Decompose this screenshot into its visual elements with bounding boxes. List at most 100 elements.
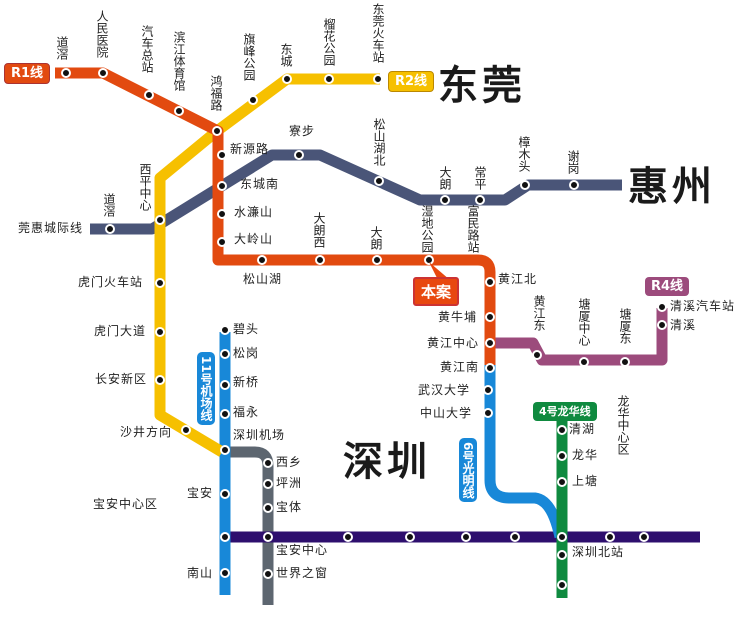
line6-badge[interactable]: 6号光明线	[459, 438, 477, 503]
station-label[interactable]: 新桥	[233, 375, 260, 389]
station-dot[interactable]	[372, 255, 382, 265]
station-label[interactable]: 宝体	[276, 500, 303, 514]
station-label[interactable]: 清溪	[670, 318, 697, 332]
station-dot[interactable]	[220, 532, 230, 542]
station-label[interactable]: 中山大学	[420, 406, 473, 420]
station-dot[interactable]	[557, 425, 567, 435]
station-dot[interactable]	[217, 150, 227, 160]
station-label[interactable]: 大朗	[369, 226, 383, 250]
station-dot[interactable]	[483, 408, 493, 418]
station-dot[interactable]	[155, 215, 165, 225]
station-label[interactable]: 深圳北站	[572, 545, 625, 559]
station-label[interactable]: 松山湖北	[372, 118, 386, 166]
station-label[interactable]: 新源路	[230, 142, 270, 156]
station-label[interactable]: 黄江南	[440, 360, 480, 374]
station-label[interactable]: 榴花公园	[322, 18, 336, 66]
station-label[interactable]: 碧头	[233, 322, 260, 336]
station-dot[interactable]	[579, 357, 589, 367]
station-dot[interactable]	[105, 224, 115, 234]
station-dot[interactable]	[657, 320, 667, 330]
station-dot[interactable]	[557, 580, 567, 590]
station-dot[interactable]	[282, 74, 292, 84]
station-label[interactable]: 寮步	[289, 124, 316, 138]
station-dot[interactable]	[569, 180, 579, 190]
station-dot[interactable]	[461, 532, 471, 542]
station-label[interactable]: 宝安	[187, 486, 214, 500]
station-label[interactable]: 松山湖	[243, 272, 283, 286]
station-dot[interactable]	[657, 302, 667, 312]
station-dot[interactable]	[98, 68, 108, 78]
station-label[interactable]: 谢岗	[566, 150, 580, 174]
station-label[interactable]: 塘厦东	[618, 308, 632, 344]
station-dot[interactable]	[440, 195, 450, 205]
station-dot[interactable]	[510, 532, 520, 542]
station-label[interactable]: 西乡	[276, 455, 303, 469]
station-label[interactable]: 汽车总站	[140, 25, 154, 73]
station-dot[interactable]	[620, 357, 630, 367]
station-dot[interactable]	[155, 375, 165, 385]
station-dot[interactable]	[485, 312, 495, 322]
station-dot[interactable]	[263, 503, 273, 513]
station-dot[interactable]	[532, 350, 542, 360]
station-dot[interactable]	[405, 532, 415, 542]
station-label[interactable]: 龙华	[572, 448, 599, 462]
station-label[interactable]: 旗峰公园	[242, 33, 256, 81]
station-dot[interactable]	[557, 532, 567, 542]
station-dot[interactable]	[374, 176, 384, 186]
station-label[interactable]: 长安新区	[95, 372, 148, 386]
station-dot[interactable]	[485, 338, 495, 348]
station-dot[interactable]	[557, 477, 567, 487]
station-dot[interactable]	[605, 532, 615, 542]
station-dot[interactable]	[220, 325, 230, 335]
station-label[interactable]: 深圳机场	[233, 428, 286, 442]
station-label[interactable]: 人民医院	[95, 10, 109, 58]
station-label[interactable]: 樟木头	[517, 136, 531, 172]
station-label[interactable]: 大朗西	[312, 212, 326, 248]
station-label[interactable]: 上塘	[572, 474, 599, 488]
station-dot[interactable]	[217, 237, 227, 247]
station-label[interactable]: 南山	[187, 566, 214, 580]
r2-badge[interactable]: R2线	[388, 71, 435, 92]
station-dot[interactable]	[263, 479, 273, 489]
station-label[interactable]: 滨江体育馆	[172, 31, 186, 91]
station-label[interactable]: 虎门火车站	[78, 275, 144, 289]
line4-badge[interactable]: 4号龙华线	[533, 402, 597, 421]
station-label[interactable]: 清溪汽车站	[670, 299, 736, 313]
station-label[interactable]: 沙井方向	[120, 425, 173, 439]
station-dot[interactable]	[294, 150, 304, 160]
station-label[interactable]: 黄江北	[498, 272, 538, 286]
station-dot[interactable]	[144, 90, 154, 100]
station-dot[interactable]	[257, 255, 267, 265]
station-dot[interactable]	[424, 255, 434, 265]
station-dot[interactable]	[263, 458, 273, 468]
station-label[interactable]: 东城南	[240, 177, 280, 191]
station-label[interactable]: 坪洲	[276, 476, 303, 490]
station-label[interactable]: 鸿福路	[209, 75, 223, 111]
station-label[interactable]: 黄牛埔	[438, 310, 478, 324]
station-label[interactable]: 虎门大道	[94, 324, 147, 338]
station-dot[interactable]	[220, 568, 230, 578]
station-dot[interactable]	[220, 409, 230, 419]
station-label[interactable]: 武汉大学	[418, 383, 471, 397]
station-label[interactable]: 道滘	[55, 36, 69, 60]
station-dot[interactable]	[475, 195, 485, 205]
station-label[interactable]: 水濂山	[234, 205, 274, 219]
station-dot[interactable]	[181, 425, 191, 435]
station-dot[interactable]	[373, 74, 383, 84]
station-dot[interactable]	[520, 180, 530, 190]
station-dot[interactable]	[485, 277, 495, 287]
station-dot[interactable]	[217, 209, 227, 219]
station-dot[interactable]	[263, 569, 273, 579]
station-dot[interactable]	[324, 74, 334, 84]
station-dot[interactable]	[61, 68, 71, 78]
station-dot[interactable]	[220, 380, 230, 390]
station-label[interactable]: 福永	[233, 405, 260, 419]
station-label[interactable]: 世界之窗	[276, 566, 329, 580]
station-dot[interactable]	[174, 106, 184, 116]
station-label[interactable]: 常平	[473, 166, 487, 190]
station-dot[interactable]	[557, 451, 567, 461]
station-dot[interactable]	[220, 489, 230, 499]
station-label[interactable]: 黄江中心	[427, 336, 480, 350]
station-label[interactable]: 大朗	[438, 166, 452, 190]
line11-badge[interactable]: 11号机场线	[197, 352, 215, 425]
